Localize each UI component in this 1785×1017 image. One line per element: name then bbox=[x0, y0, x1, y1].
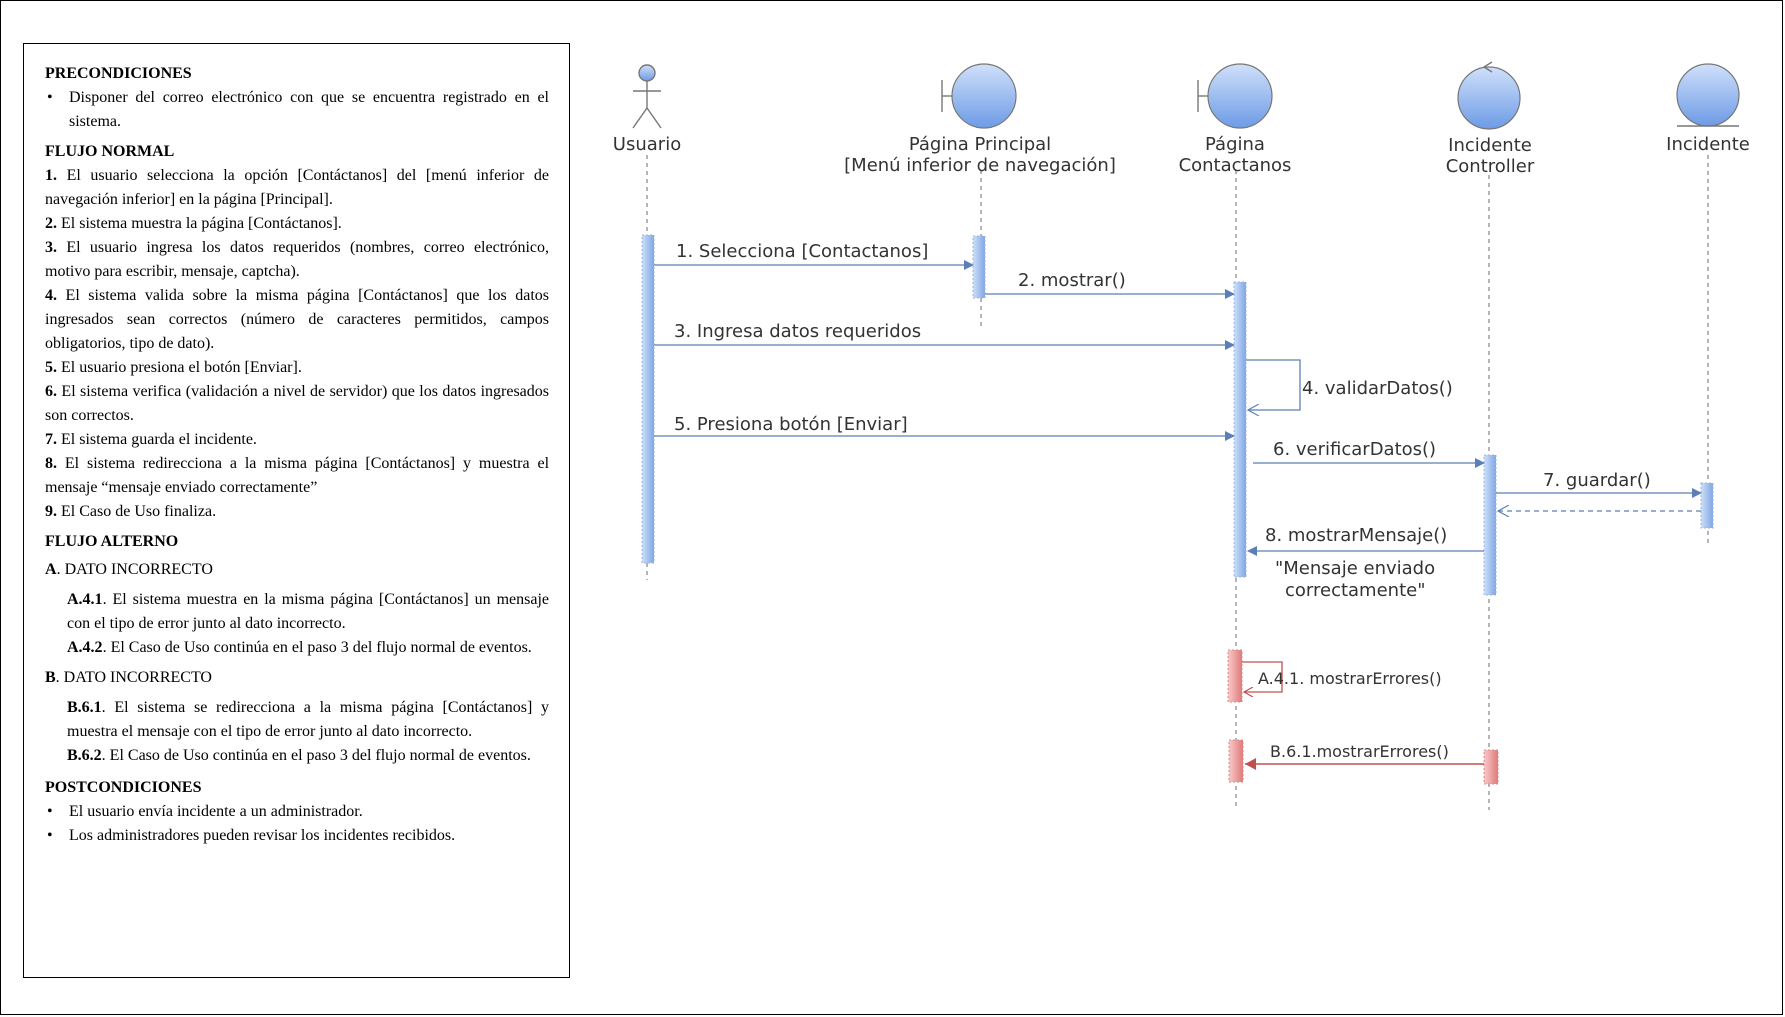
lifeline-label-usuario: Usuario bbox=[613, 134, 681, 155]
alt-flow-item: A.4.1. El sistema muestra en la misma pá… bbox=[67, 591, 549, 632]
message-3-label: 3. Ingresa datos requeridos bbox=[674, 321, 921, 342]
message-a41-label: A.4.1. mostrarErrores() bbox=[1258, 669, 1442, 688]
alt-flow-a-heading: A. DATO INCORRECTO bbox=[45, 561, 213, 578]
activation-incidente bbox=[1700, 482, 1714, 529]
message-8-note: "Mensaje enviado bbox=[1275, 558, 1435, 579]
activation-controller bbox=[1483, 454, 1497, 596]
message-4-label: 4. validarDatos() bbox=[1302, 378, 1453, 399]
lifeline-label-pagina-contactanos: Página bbox=[1205, 134, 1265, 155]
normal-flow-step: 4. El sistema valida sobre la misma pági… bbox=[45, 287, 550, 352]
lifeline-label-controller-sub: Controller bbox=[1446, 156, 1535, 177]
boundary-icon bbox=[1197, 63, 1273, 129]
bullet-icon: • bbox=[47, 803, 53, 820]
bullet-icon: • bbox=[47, 89, 53, 106]
normal-flow-step: 8. El sistema redirecciona a la misma pá… bbox=[45, 455, 550, 496]
normal-flow-step: 1. El usuario selecciona la opción [Cont… bbox=[45, 167, 549, 208]
lifeline-label-pagina-contactanos-sub: Contactanos bbox=[1179, 155, 1292, 176]
alternate-flow-title: FLUJO ALTERNO bbox=[45, 533, 179, 550]
message-8-label: 8. mostrarMensaje() bbox=[1265, 525, 1447, 546]
activation-pagina-principal bbox=[972, 235, 986, 299]
message-a41-arrow bbox=[1242, 661, 1283, 692]
normal-flow-step: 6. El sistema verifica (validación a niv… bbox=[45, 383, 549, 424]
lifeline-label-controller: Incidente bbox=[1448, 135, 1532, 156]
alt-flow-item: A.4.2. El Caso de Uso continúa en el pas… bbox=[67, 639, 532, 656]
normal-flow-step: 2. El sistema muestra la página [Contáct… bbox=[45, 215, 342, 232]
use-case-description: PRECONDICIONES •Disponer del correo elec… bbox=[23, 43, 570, 978]
bullet-icon: • bbox=[47, 827, 53, 844]
postconditions-title: POSTCONDICIONES bbox=[45, 779, 202, 796]
lifeline-label-pagina-principal-sub: [Menú inferior de navegación] bbox=[844, 155, 1116, 176]
postcondition-item: •Los administradores pueden revisar los … bbox=[45, 824, 549, 848]
normal-flow-step: 9. El Caso de Uso finaliza. bbox=[45, 503, 217, 520]
activation-error-b-controller bbox=[1483, 749, 1499, 785]
activation-pagina-contactanos bbox=[1233, 281, 1247, 578]
controller-icon bbox=[1457, 61, 1521, 130]
boundary-icon bbox=[941, 63, 1017, 129]
postcondition-item: •El usuario envía incidente a un adminis… bbox=[45, 800, 549, 824]
lifeline-label-incidente: Incidente bbox=[1666, 134, 1750, 155]
lifeline-label-pagina-principal: Página Principal bbox=[909, 134, 1051, 155]
activation-error-b-contactanos bbox=[1228, 739, 1244, 783]
normal-flow-title: FLUJO NORMAL bbox=[45, 143, 175, 160]
normal-flow-step: 3. El usuario ingresa los datos requerid… bbox=[45, 239, 550, 280]
message-8-note-2: correctamente" bbox=[1285, 580, 1425, 601]
message-2-label: 2. mostrar() bbox=[1018, 270, 1126, 291]
normal-flow-step: 7. El sistema guarda el incidente. bbox=[45, 431, 257, 448]
message-7-label: 7. guardar() bbox=[1543, 470, 1651, 491]
actor-icon bbox=[632, 64, 662, 129]
message-4-arrow bbox=[1246, 359, 1301, 410]
preconditions-title: PRECONDICIONES bbox=[45, 65, 192, 82]
normal-flow-step: 5. El usuario presiona el botón [Enviar]… bbox=[45, 359, 302, 376]
message-b61-label: B.6.1.mostrarErrores() bbox=[1270, 742, 1449, 761]
message-6-label: 6. verificarDatos() bbox=[1273, 439, 1436, 460]
entity-icon bbox=[1676, 63, 1740, 127]
alt-flow-item: B.6.1. El sistema se redirecciona a la m… bbox=[67, 699, 549, 740]
precondition-item: •Disponer del correo electrónico con que… bbox=[45, 86, 549, 134]
alt-flow-b-heading: B. DATO INCORRECTO bbox=[45, 669, 212, 686]
alt-flow-item: B.6.2. El Caso de Uso continúa en el pas… bbox=[67, 747, 531, 764]
message-1-label: 1. Selecciona [Contactanos] bbox=[676, 241, 928, 262]
message-5-label: 5. Presiona botón [Enviar] bbox=[674, 414, 908, 435]
activation-error-a bbox=[1227, 649, 1243, 703]
activation-usuario bbox=[641, 234, 655, 564]
